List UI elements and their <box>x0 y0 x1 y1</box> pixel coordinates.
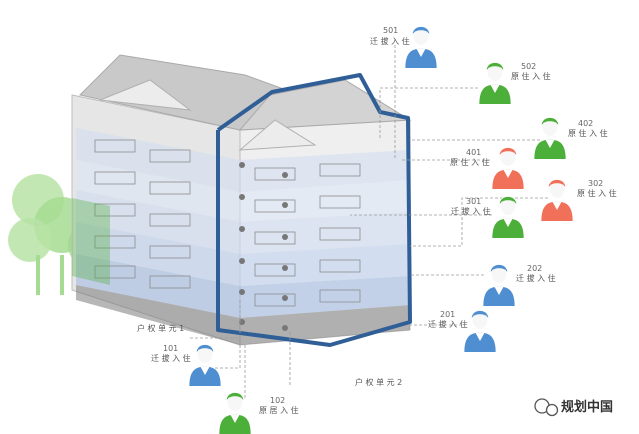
leader-lines <box>190 45 548 398</box>
resident-502: 502 原 住 入 住 <box>479 60 551 104</box>
svg-text:迁 拔 入 住: 迁 拔 入 住 <box>428 319 468 329</box>
resident-101: 101 迁 拔 入 住 <box>151 342 221 386</box>
svg-text:102: 102 <box>270 396 285 405</box>
resident-301: 301 迁 拔 入 住 <box>451 194 524 238</box>
svg-text:202: 202 <box>527 264 542 273</box>
resident-102: 102 原 居 入 住 <box>219 390 299 434</box>
apartment-building <box>71 54 412 347</box>
wechat-icon <box>534 398 559 417</box>
resident-402: 402 原 住 入 住 <box>534 115 608 159</box>
svg-text:规划中国: 规划中国 <box>561 399 613 415</box>
svg-text:502: 502 <box>521 62 536 71</box>
svg-text:原 居 入 住: 原 居 入 住 <box>259 405 299 415</box>
svg-text:301: 301 <box>466 197 481 206</box>
resident-401: 401 原 住 入 住 <box>450 145 524 189</box>
resident-501: 501 迁 拔 入 住 <box>370 24 437 68</box>
svg-text:迁 拔 入 住: 迁 拔 入 住 <box>451 206 491 216</box>
svg-text:201: 201 <box>440 310 455 319</box>
svg-text:501: 501 <box>383 26 398 35</box>
svg-text:原 住 入 住: 原 住 入 住 <box>450 157 490 167</box>
svg-text:迁 拔 入 住: 迁 拔 入 住 <box>151 353 191 363</box>
resident-201: 201 迁 拔 入 住 <box>428 308 496 352</box>
resident-202: 202 迁 拔 入 住 <box>483 262 556 306</box>
svg-text:迁 拔 入 住: 迁 拔 入 住 <box>516 273 556 283</box>
label-unit-1: 户 权 单 元 1 <box>137 323 184 333</box>
windows <box>94 139 361 307</box>
svg-text:原 住 入 住: 原 住 入 住 <box>577 188 617 198</box>
svg-text:401: 401 <box>466 148 481 157</box>
unit-markers <box>239 162 288 331</box>
svg-text:101: 101 <box>163 344 178 353</box>
svg-text:302: 302 <box>588 179 603 188</box>
svg-text:原 住 入 住: 原 住 入 住 <box>568 128 608 138</box>
svg-text:迁 拔 入 住: 迁 拔 入 住 <box>370 36 410 46</box>
svg-text:402: 402 <box>578 119 593 128</box>
label-unit-2: 户 权 单 元 2 <box>355 377 402 387</box>
resident-302: 302 原 住 入 住 <box>541 177 617 221</box>
svg-text:原 住 入 住: 原 住 入 住 <box>511 71 551 81</box>
watermark: 规划中国 <box>534 398 613 417</box>
